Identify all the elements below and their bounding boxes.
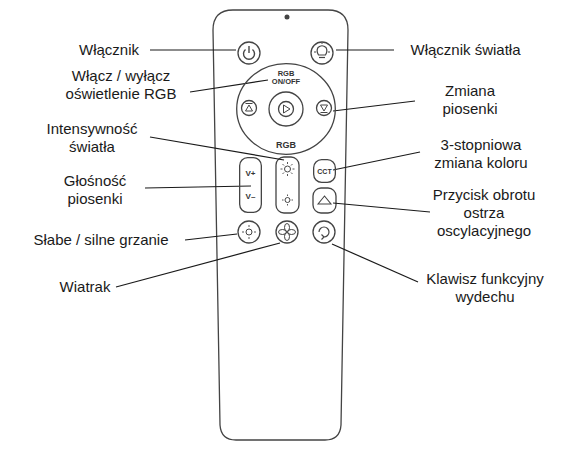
callout-label: Włącznik [70,41,148,59]
callout-label: Wiatrak [55,278,115,296]
leader-line [333,101,415,111]
leader-line [333,152,420,170]
callout-label: Intensywność światła [36,120,148,156]
power-button [238,42,260,64]
play-button [269,92,303,126]
callout-text: 3-stopniowa zmiana koloru [434,136,527,171]
leader-line [145,186,251,188]
heat-button [238,221,260,243]
callout-label: Włącznik światła [398,41,533,59]
button-outline [239,157,262,213]
leader-line [333,203,430,212]
callout-label: Słabe / silne grzanie [18,231,184,249]
next-button [317,101,332,116]
button-text: RGB ON/OFF [270,70,302,85]
callout-text: Przycisk obrotu ostrza oscylacyjnego [433,186,536,239]
cct-button: CCT [313,159,336,183]
callout-text: Głośność piosenki [64,172,127,207]
leader-line [336,49,394,50]
callout-text: Zmiana piosenki [442,82,497,117]
callout-label: Zmiana piosenki [418,82,522,118]
button-text: RGB [276,141,296,150]
leader-line [116,243,280,287]
callout-label: Włącz / wyłącz oświetlenie RGB [55,67,187,103]
brightness-button [276,157,299,213]
callout-text: Włącznik światła [410,41,520,58]
exhaust-button [313,221,335,243]
callout-text: Klawisz funkcyjny wydechu [426,270,544,305]
callout-text: Słabe / silne grzanie [33,231,168,248]
rgb-ring: RGB ON/OFF RGB [236,63,336,155]
callout-label: Głośność piosenki [48,172,142,208]
callout-text: Włącznik [79,41,139,58]
led-dot [285,15,290,20]
callout-label: Przycisk obrotu ostrza oscylacyjnego [432,186,536,240]
callout-text: Wiatrak [60,278,111,295]
prev-button [242,101,257,116]
callout-text: Włącz / wyłącz oświetlenie RGB [66,67,177,102]
leader-line [190,80,268,92]
oscillation-button [313,188,336,213]
button-text: V– [246,193,256,201]
callout-label: 3-stopniowa zmiana koloru [422,136,540,172]
callout-text: Intensywność światła [47,120,138,155]
volume-button: V+ V– [239,157,262,213]
remote-body [213,10,348,440]
light-button [311,42,333,64]
callout-label: Klawisz funkcyjny wydechu [420,270,550,306]
button-text: CCT [317,168,331,175]
leader-line [150,49,236,50]
leader-line [150,137,284,160]
leader-line [332,244,418,282]
fan-button [276,221,298,243]
leader-line [185,234,237,240]
button-text: V+ [245,170,255,178]
